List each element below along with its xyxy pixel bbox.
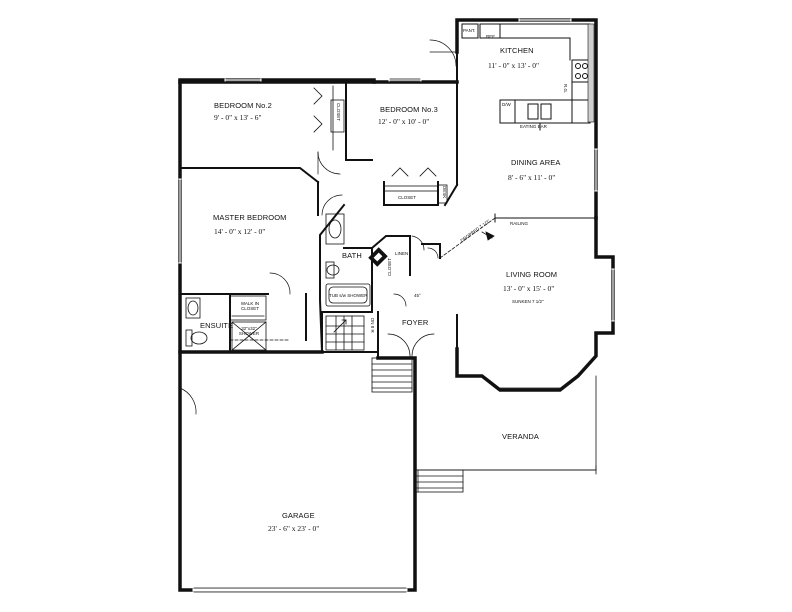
linen-label: LINEN: [395, 251, 409, 256]
bath-label: BATH: [342, 251, 362, 260]
bedroom-wing-top-wall: [178, 78, 459, 354]
kitchen-dims: 11' - 0" x 13' - 0": [488, 61, 540, 70]
eating-bar-label: EATING BAR: [520, 124, 547, 129]
closet-doors: [313, 85, 448, 204]
windows: [178, 18, 615, 593]
desk-label: DESK: [442, 186, 447, 199]
dining-dims: 8' - 6" x 11' - 0": [508, 173, 556, 182]
dropped-arrow: [485, 231, 495, 241]
closet-b2-label: CLOSET: [336, 103, 341, 122]
ensuite-label: ENSUITE: [200, 321, 234, 330]
entrance-steps: [371, 357, 413, 393]
living-exterior-wall: [455, 216, 615, 392]
stairs-label: DN 8 R: [370, 318, 375, 333]
bedroom3-label: BEDROOM No.3: [380, 105, 438, 114]
sunken-note: SUNKEN 7 1/2": [512, 299, 544, 304]
range-label: R.G.: [563, 84, 568, 94]
door-swings: [179, 39, 457, 415]
walk-in-closet-label: WALK IN CLOSET: [240, 301, 260, 311]
dishwasher-label: D/W: [502, 102, 511, 107]
living-room-label: LIVING ROOM: [506, 270, 558, 279]
master-bedroom-label: MASTER BEDROOM: [213, 213, 287, 222]
kitchen-hatched-wall: [587, 23, 595, 123]
veranda-label: VERANDA: [502, 432, 539, 441]
foyer-label: FOYER: [402, 318, 429, 327]
railing-label: RAILING: [510, 221, 529, 226]
kitchen-counters: [461, 23, 591, 131]
stairs: [325, 315, 365, 351]
bedroom3-dims: 12' - 0" x 10' - 0": [378, 117, 430, 126]
living-room-dims: 13' - 0" x 15' - 0": [503, 284, 555, 293]
bedroom2-dims: 9' - 0" x 13' - 6": [214, 113, 262, 122]
kitchen-label: KITCHEN: [500, 46, 534, 55]
angle-label: 45°: [414, 293, 421, 298]
dining-label: DINING AREA: [511, 158, 561, 167]
ensuite-fixtures: [185, 295, 291, 351]
bath-fixtures: [325, 213, 388, 307]
veranda: [414, 375, 597, 493]
pantry-label: PANT.: [463, 28, 476, 33]
closet-b3-label: CLOSET: [398, 195, 417, 200]
master-bedroom-dims: 14' - 0" x 12' - 0": [214, 227, 266, 236]
garage-dims: 23' - 6" x 23' - 0": [268, 524, 320, 533]
interior-walls: [179, 51, 459, 359]
fridge-label: REF: [486, 34, 495, 39]
bedroom2-label: BEDROOM No.2: [214, 101, 272, 110]
tub-label: TUB s/w SHOWER: [329, 293, 368, 298]
closet-hall-label: CLOSET: [387, 257, 392, 276]
garage-label: GARAGE: [282, 511, 315, 520]
shower-label: 32"x32" SHOWER: [238, 326, 260, 336]
